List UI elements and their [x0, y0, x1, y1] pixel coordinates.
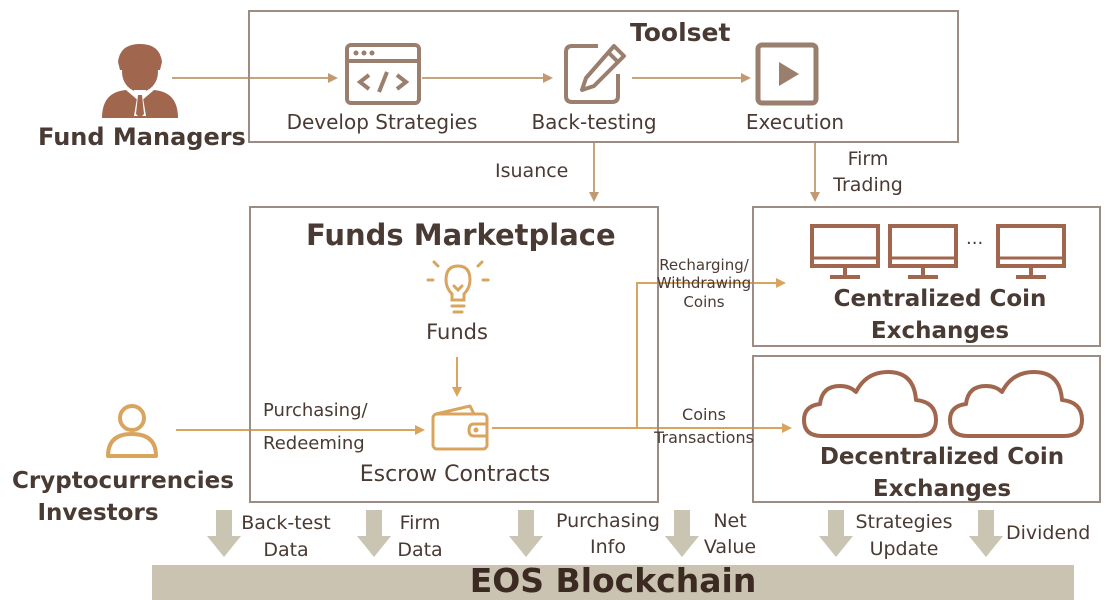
eos-blockchain-bar: EOS Blockchain [152, 561, 1074, 600]
firm-data-line2: Data [397, 539, 443, 561]
strategies-update-line2: Update [869, 538, 939, 560]
monitor-icon-1 [810, 224, 880, 279]
backtest-data-line1: Back-test [241, 512, 331, 534]
monitor-icon-2 [888, 224, 958, 279]
issuance-label: Isuance [495, 160, 569, 182]
toolset-box [248, 10, 959, 143]
step-execution: Execution [745, 110, 845, 134]
purchasing-info-line2: Info [590, 536, 626, 558]
down-arrow-dividend [969, 510, 1003, 557]
toolset-title: Toolset [630, 18, 731, 47]
coins-transactions-line1: Coins [682, 405, 726, 424]
firm-trading-label-line1: Firm [847, 148, 889, 170]
down-arrow-backtest-data [207, 510, 241, 557]
recharging-label-line2: Withdrawing [656, 274, 752, 292]
down-arrow-purchasing-info [509, 510, 543, 557]
monitor-icon-3 [996, 224, 1066, 279]
monitor-ellipsis: ... [966, 228, 984, 249]
net-value-line1: Net [713, 510, 747, 532]
down-arrow-strategies-update [819, 510, 853, 557]
down-arrow-firm-data [357, 510, 391, 557]
centralized-title-line2: Exchanges [870, 318, 1010, 344]
fund-managers-label: Fund Managers [38, 123, 246, 151]
decentralized-title-line2: Exchanges [872, 476, 1012, 502]
firm-data-line1: Firm [399, 512, 441, 534]
purchasing-label-line2: Redeeming [263, 433, 365, 454]
step-develop-strategies: Develop Strategies [286, 110, 478, 134]
play-icon [755, 42, 819, 106]
pencil-edit-icon [564, 44, 626, 104]
dividend-label: Dividend [1006, 522, 1091, 544]
recharging-label-line1: Recharging/ [659, 256, 749, 274]
cloud-icon-1 [802, 370, 938, 438]
funds-label: Funds [426, 320, 488, 344]
wallet-icon [431, 404, 489, 451]
coins-transactions-line2: Transactions [654, 428, 754, 447]
centralized-title-line1: Centralized Coin [833, 286, 1047, 312]
investors-label-line1: Cryptocurrencies [12, 468, 234, 494]
decentralized-title-line1: Decentralized Coin [819, 444, 1065, 470]
funds-marketplace-box [249, 206, 659, 503]
recharging-label-line3: Coins [683, 293, 725, 311]
eos-blockchain-label: EOS Blockchain [469, 561, 757, 600]
fund-manager-person-icon [102, 44, 178, 118]
decentralized-exchanges-box [752, 355, 1101, 503]
arrow-escrow-to-centralized [636, 278, 786, 428]
down-arrow-net-value [665, 510, 699, 557]
firm-trading-label-line2: Trading [833, 174, 903, 196]
lightbulb-icon [426, 260, 490, 314]
backtest-data-line2: Data [263, 539, 309, 561]
escrow-contracts-label: Escrow Contracts [359, 462, 551, 487]
code-window-icon [345, 43, 421, 105]
investor-person-icon [106, 404, 158, 458]
purchasing-label-line1: Purchasing/ [263, 400, 368, 421]
funds-marketplace-title: Funds Marketplace [306, 218, 616, 252]
strategies-update-line1: Strategies [855, 511, 953, 533]
cloud-icon-2 [948, 370, 1084, 438]
purchasing-info-line1: Purchasing [556, 510, 660, 532]
step-back-testing: Back-testing [531, 110, 657, 134]
investors-label-line2: Investors [37, 500, 159, 526]
centralized-exchanges-box [752, 206, 1101, 347]
net-value-line2: Value [703, 536, 757, 558]
